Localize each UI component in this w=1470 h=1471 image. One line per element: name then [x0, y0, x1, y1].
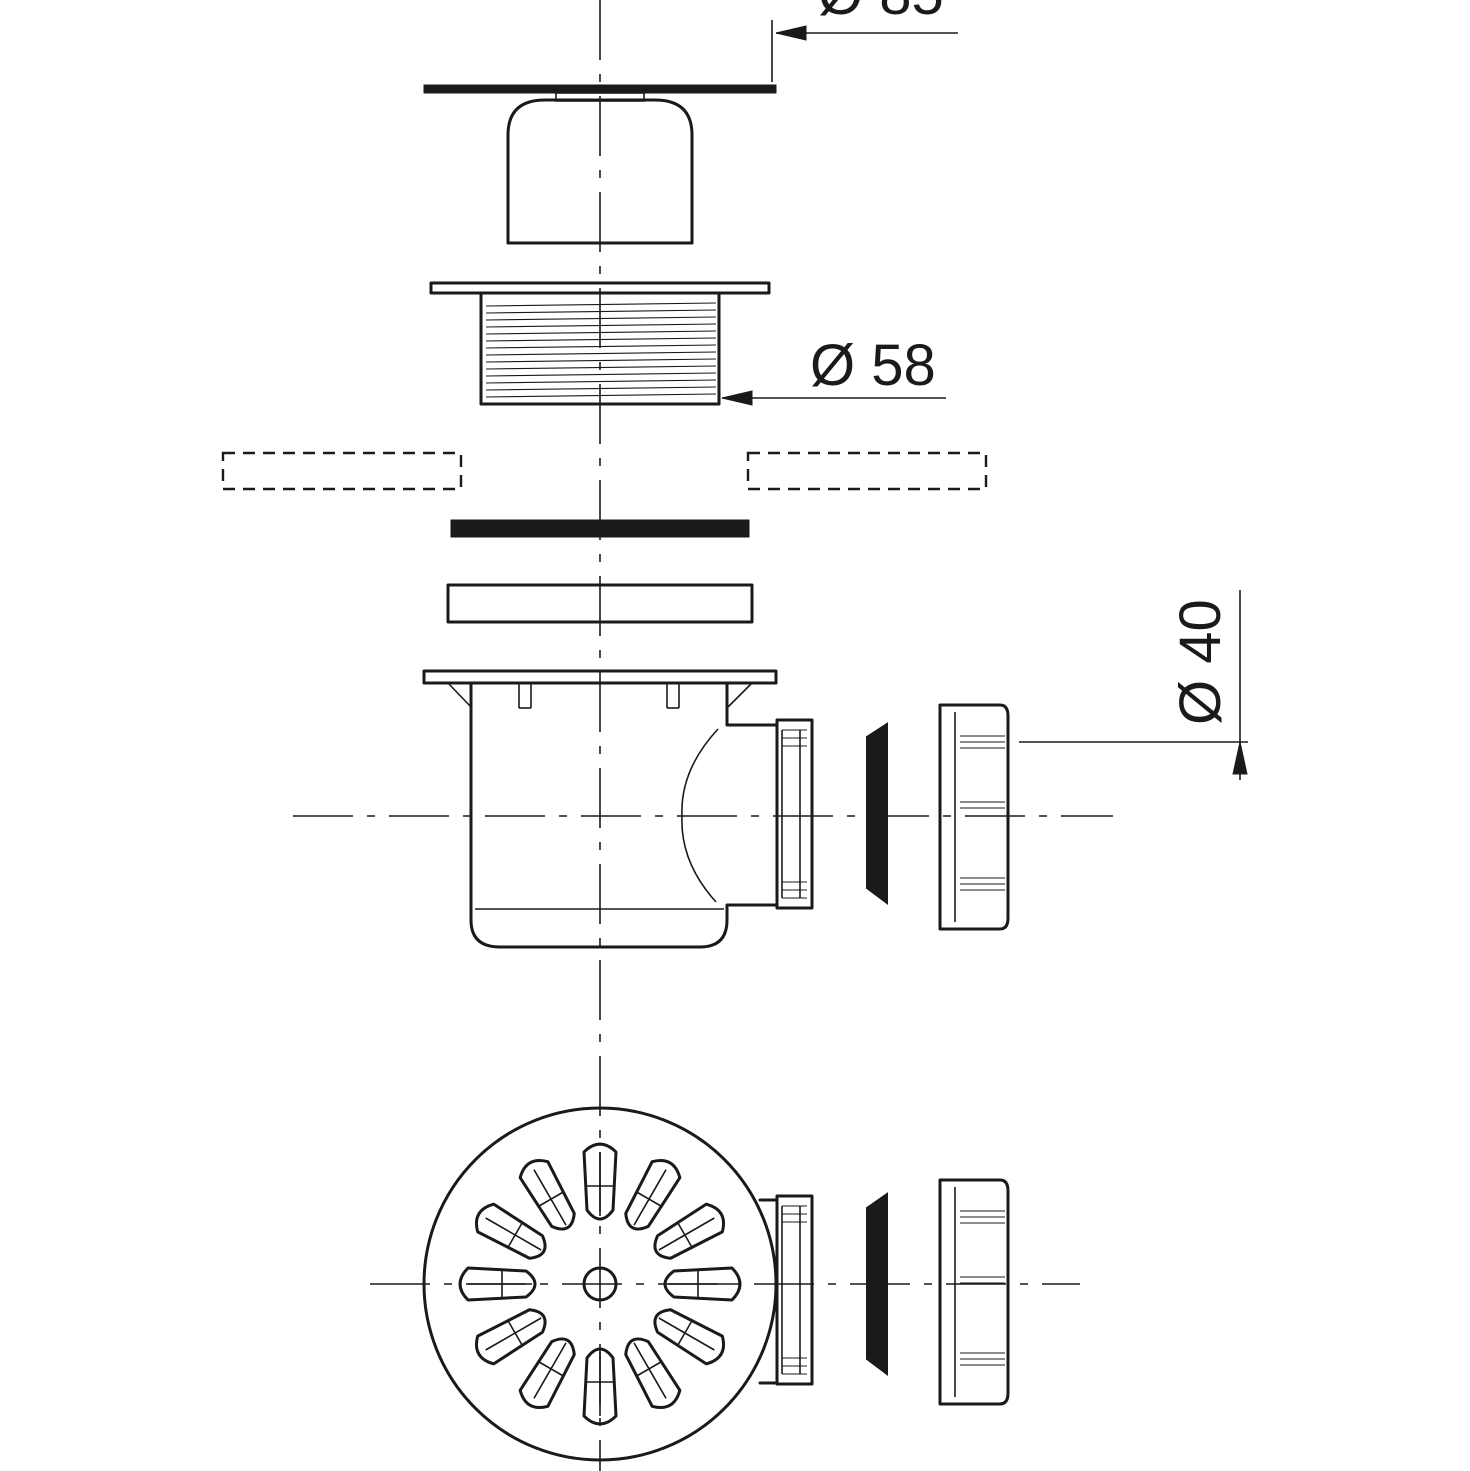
threaded-insert [429, 281, 771, 406]
shower-tray-left [221, 451, 463, 491]
dimension-top: Ø 85 [771, 0, 958, 82]
seal-cone-side [866, 722, 888, 905]
dimension-label-outlet: Ø 40 [1168, 599, 1233, 725]
seal-cone-top-view [866, 1192, 888, 1376]
rubber-gasket [450, 519, 750, 538]
dimension-thread: Ø 58 [721, 333, 946, 406]
dimension-outlet: Ø 40 [1019, 590, 1248, 780]
friction-washer [446, 583, 754, 624]
outlet-nut-top-view [938, 1178, 1010, 1406]
outlet-nut-side [938, 703, 1010, 931]
dimension-label-thread: Ø 58 [810, 333, 936, 398]
dimension-label-top: Ø 85 [818, 0, 944, 27]
top-cover-plate [423, 84, 777, 245]
outlet-pipe-top-view [758, 1194, 814, 1386]
shower-tray-right [746, 451, 988, 491]
trap-body [422, 669, 814, 949]
